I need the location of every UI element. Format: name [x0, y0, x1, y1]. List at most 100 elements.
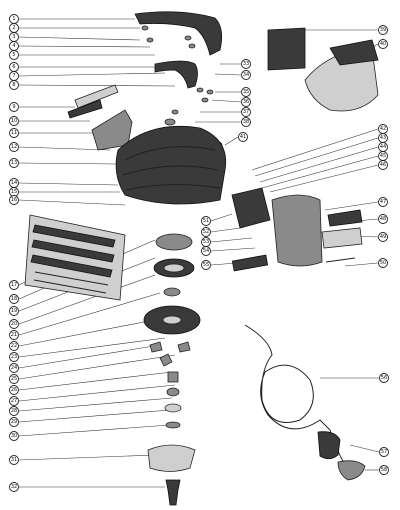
callout-33[interactable]: 33 [241, 59, 251, 69]
callout-11[interactable]: 11 [9, 128, 19, 138]
callout-8[interactable]: 8 [9, 80, 19, 90]
svg-text:6: 6 [12, 64, 15, 70]
svg-text:21: 21 [11, 332, 17, 338]
svg-text:26: 26 [11, 387, 17, 393]
svg-text:55: 55 [203, 262, 209, 268]
seal [164, 403, 182, 413]
callout-50[interactable]: 50 [378, 258, 388, 268]
svg-text:12: 12 [11, 144, 17, 150]
callout-46[interactable]: 46 [378, 160, 388, 170]
svg-text:32: 32 [11, 484, 17, 490]
pulley-ring-inner [163, 263, 185, 273]
callout-56[interactable]: 56 [379, 373, 389, 383]
callout-28[interactable]: 28 [9, 406, 19, 416]
callout-23[interactable]: 23 [9, 352, 19, 362]
callout-57[interactable]: 57 [379, 447, 389, 457]
svg-text:38: 38 [243, 119, 249, 125]
callout-37[interactable]: 37 [241, 107, 251, 117]
callout-45[interactable]: 45 [378, 151, 388, 161]
leader-lines [18, 18, 380, 488]
callout-38[interactable]: 38 [241, 117, 251, 127]
callout-20[interactable]: 20 [9, 319, 19, 329]
callout-42[interactable]: 42 [378, 124, 388, 134]
callout-39[interactable]: 39 [378, 25, 388, 35]
callout-1[interactable]: 1 [9, 14, 19, 24]
svg-text:54: 54 [203, 248, 209, 254]
callout-29[interactable]: 29 [9, 417, 19, 427]
svg-text:47: 47 [380, 199, 386, 205]
svg-text:4: 4 [12, 43, 15, 49]
svg-text:2: 2 [12, 25, 15, 31]
decal-strip-upper [74, 84, 119, 109]
svg-text:16: 16 [11, 197, 17, 203]
callout-26[interactable]: 26 [9, 385, 19, 395]
callout-36[interactable]: 36 [241, 97, 251, 107]
key-parts [149, 341, 191, 367]
svg-text:5: 5 [12, 52, 15, 58]
svg-text:13: 13 [11, 160, 17, 166]
svg-text:41: 41 [240, 134, 246, 140]
svg-text:36: 36 [243, 99, 249, 105]
callout-3[interactable]: 3 [9, 32, 19, 42]
callout-41[interactable]: 41 [238, 132, 248, 142]
svg-text:43: 43 [380, 135, 386, 141]
callout-17[interactable]: 17 [9, 280, 19, 290]
decal-strip-left [67, 99, 103, 119]
callout-31[interactable]: 31 [9, 455, 19, 465]
svg-text:3: 3 [12, 34, 15, 40]
callout-47[interactable]: 47 [378, 197, 388, 207]
callout-34[interactable]: 34 [241, 70, 251, 80]
callout-21[interactable]: 21 [9, 330, 19, 340]
callout-7[interactable]: 7 [9, 71, 19, 81]
side-bracket [231, 187, 271, 229]
svg-text:40: 40 [380, 41, 386, 47]
callout-24[interactable]: 24 [9, 363, 19, 373]
rear-cowl-decal [267, 27, 306, 71]
callout-14[interactable]: 14 [9, 178, 19, 188]
svg-text:52: 52 [203, 229, 209, 235]
callout-12[interactable]: 12 [9, 142, 19, 152]
callout-51[interactable]: 51 [201, 216, 211, 226]
svg-text:45: 45 [380, 153, 386, 159]
svg-text:11: 11 [11, 130, 17, 136]
callout-35[interactable]: 35 [241, 87, 251, 97]
svg-text:31: 31 [11, 457, 17, 463]
callout-30[interactable]: 30 [9, 431, 19, 441]
washer [165, 421, 181, 429]
callout-13[interactable]: 13 [9, 158, 19, 168]
callout-6[interactable]: 6 [9, 62, 19, 72]
svg-text:17: 17 [11, 282, 17, 288]
throttle-cable [244, 324, 351, 473]
callout-48[interactable]: 48 [378, 214, 388, 224]
svg-text:20: 20 [11, 321, 17, 327]
callout-18[interactable]: 18 [9, 294, 19, 304]
callout-53[interactable]: 53 [201, 237, 211, 247]
callout-58[interactable]: 58 [379, 465, 389, 475]
callout-44[interactable]: 44 [378, 142, 388, 152]
svg-text:23: 23 [11, 354, 17, 360]
callout-25[interactable]: 25 [9, 374, 19, 384]
callout-4[interactable]: 4 [9, 41, 19, 51]
spacer-block [231, 254, 269, 272]
callout-52[interactable]: 52 [201, 227, 211, 237]
callout-9[interactable]: 9 [9, 102, 19, 112]
svg-text:53: 53 [203, 239, 209, 245]
callout-16[interactable]: 16 [9, 195, 19, 205]
callout-40[interactable]: 40 [378, 39, 388, 49]
decal-sheet [24, 214, 126, 301]
callout-49[interactable]: 49 [378, 232, 388, 242]
side-decal-2 [321, 227, 363, 249]
svg-text:15: 15 [11, 189, 17, 195]
shaft-bushing [167, 371, 179, 383]
callout-27[interactable]: 27 [9, 396, 19, 406]
callout-32[interactable]: 32 [9, 482, 19, 492]
callout-54[interactable]: 54 [201, 246, 211, 256]
callout-2[interactable]: 2 [9, 23, 19, 33]
callout-22[interactable]: 22 [9, 341, 19, 351]
callout-55[interactable]: 55 [201, 260, 211, 270]
callout-19[interactable]: 19 [9, 306, 19, 316]
side-decal-3 [325, 257, 356, 263]
callout-5[interactable]: 5 [9, 50, 19, 60]
callout-10[interactable]: 10 [9, 116, 19, 126]
callout-43[interactable]: 43 [378, 133, 388, 143]
